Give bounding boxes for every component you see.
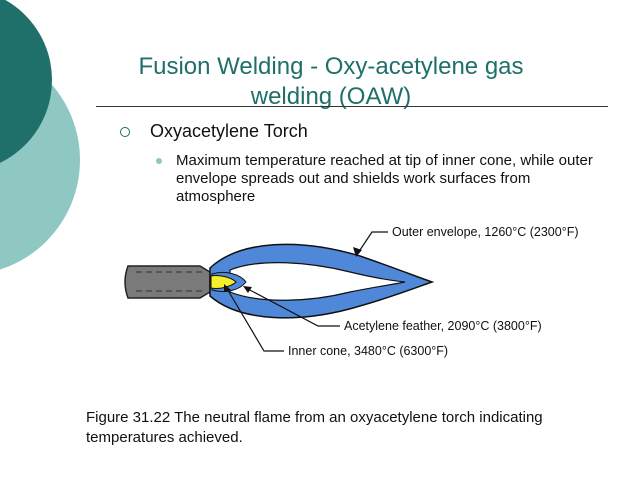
- figure-caption: Figure 31.22 The neutral flame from an o…: [86, 409, 543, 446]
- bullet-level2-text: Maximum temperature reached at tip of in…: [176, 152, 593, 205]
- slide-title: Fusion Welding - Oxy-acetylene gas weldi…: [138, 53, 524, 110]
- title-underline: [96, 106, 608, 107]
- decor-dark-circle: [0, 0, 52, 163]
- arrowhead-outer: [353, 247, 362, 257]
- torch-tip: [124, 265, 211, 299]
- arrowhead-feather: [243, 286, 252, 293]
- label-acetylene-feather: Acetylene feather, 2090°C (3800°F): [344, 319, 542, 333]
- bullet-level2: Maximum temperature reached at tip of in…: [156, 152, 596, 206]
- arrowhead-inner: [224, 284, 231, 292]
- label-outer-envelope: Outer envelope, 1260°C (2300°F): [392, 225, 579, 239]
- label-inner-cone: Inner cone, 3480°C (6300°F): [288, 344, 448, 358]
- leader-inner: [225, 286, 284, 352]
- leader-feather: [245, 287, 340, 327]
- decorative-circles: [0, 0, 80, 270]
- envelope-interior: [229, 262, 406, 301]
- ring-bullet-icon: [120, 126, 130, 137]
- leader-outer: [357, 231, 388, 254]
- dot-bullet-icon: [156, 158, 162, 164]
- inner-cone: [210, 275, 237, 289]
- bullet-level1: Oxyacetylene Torch: [120, 121, 308, 142]
- bullet-level1-text: Oxyacetylene Torch: [150, 121, 308, 141]
